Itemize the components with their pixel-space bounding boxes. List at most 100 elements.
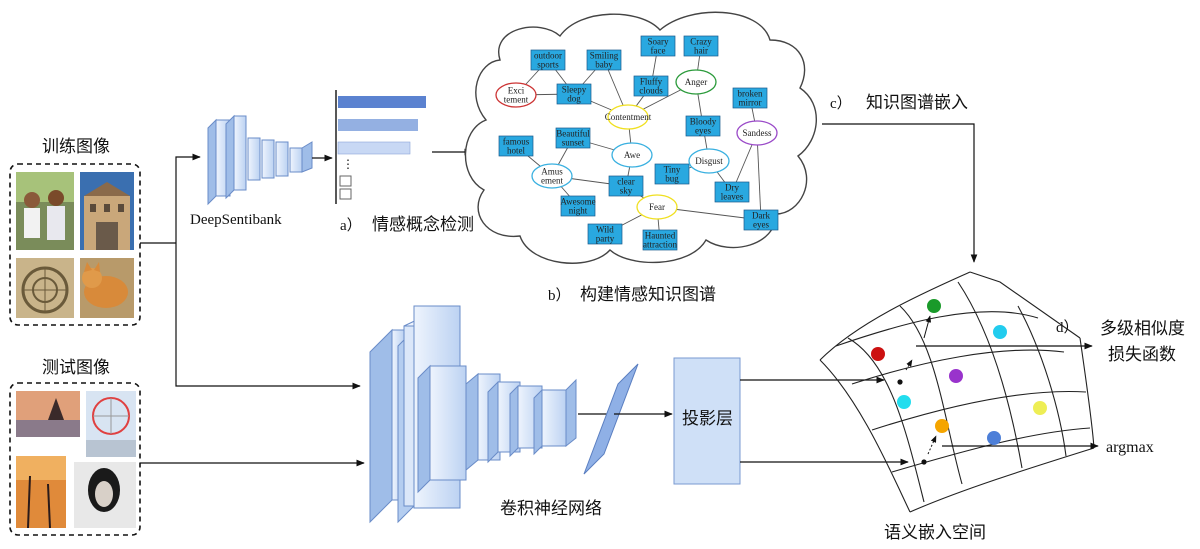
step-d-letter: d） — [1056, 319, 1079, 336]
svg-text:eyes: eyes — [753, 220, 769, 230]
svg-text:party: party — [596, 234, 615, 244]
step-a-letter: a） — [340, 217, 362, 234]
train-images-label: 训练图像 — [42, 137, 110, 157]
emotion-node: Disgust — [688, 148, 730, 174]
svg-text:night: night — [569, 206, 588, 216]
cnn-label: 卷积神经网络 — [500, 499, 602, 519]
train-image-cat — [80, 258, 134, 318]
embedding-dot-blue — [987, 431, 1001, 445]
svg-text:mirror: mirror — [739, 98, 762, 108]
svg-text:Awesome: Awesome — [560, 197, 595, 207]
svg-text:Tiny: Tiny — [664, 165, 681, 175]
svg-text:Exci: Exci — [508, 86, 525, 96]
svg-text:tement: tement — [504, 95, 529, 105]
svg-text:Beautiful: Beautiful — [556, 129, 590, 139]
svg-text:Contentment: Contentment — [605, 112, 652, 122]
step-a-label: 情感概念检测 — [372, 214, 474, 235]
loss-label-line2: 损失函数 — [1108, 345, 1176, 365]
svg-text:ement: ement — [541, 176, 563, 186]
test-image-ferris-wheel — [86, 391, 136, 457]
test-image-sunset-palms — [16, 456, 66, 529]
svg-text:face: face — [651, 46, 666, 56]
train-image-ferris-wheel — [16, 258, 74, 318]
embedding-dot-red — [871, 347, 885, 361]
svg-text:baby: baby — [595, 60, 613, 70]
svg-text:Dark: Dark — [752, 211, 770, 221]
test-images-label: 测试图像 — [42, 358, 110, 378]
svg-text:Smiling: Smiling — [590, 51, 619, 61]
svg-text:Awe: Awe — [624, 150, 640, 160]
svg-text:attraction: attraction — [643, 240, 677, 250]
svg-text:famous: famous — [503, 137, 530, 147]
step-b-letter: b） — [548, 287, 571, 304]
svg-text:clouds: clouds — [639, 86, 663, 96]
svg-text:hotel: hotel — [507, 146, 525, 156]
embedding-dot-green — [927, 299, 941, 313]
svg-text:⋮: ⋮ — [342, 157, 354, 171]
svg-text:Amus: Amus — [541, 167, 563, 177]
svg-text:Sandess: Sandess — [743, 128, 772, 138]
svg-text:sunset: sunset — [562, 138, 585, 148]
svg-text:eyes: eyes — [695, 126, 711, 136]
svg-text:Soary: Soary — [648, 37, 669, 47]
svg-text:Fear: Fear — [649, 202, 665, 212]
train-images-box — [9, 163, 141, 326]
svg-text:broken: broken — [738, 89, 763, 99]
svg-text:sports: sports — [537, 60, 559, 70]
svg-text:bug: bug — [665, 174, 679, 184]
svg-text:Bloody: Bloody — [690, 117, 717, 127]
loss-label-line1: 多级相似度 — [1100, 319, 1185, 339]
embedding-pointer-arrows — [905, 315, 937, 455]
svg-text:Anger: Anger — [685, 77, 708, 87]
embedding-dot-orange — [935, 419, 949, 433]
fc-feature-layer — [583, 363, 639, 475]
deepsentibank-network — [207, 114, 313, 206]
test-image-portrait — [74, 462, 136, 528]
train-to-networks-connector — [140, 153, 361, 390]
projection-layer-box — [673, 357, 741, 485]
graph-to-embedding-arrow — [822, 123, 978, 263]
step-c-letter: c） — [830, 95, 852, 112]
emotion-node: Awe — [611, 142, 653, 168]
svg-text:Crazy: Crazy — [690, 37, 712, 47]
emotion-node: Sandess — [736, 120, 778, 146]
argmax-label: argmax — [1106, 439, 1154, 456]
embedding-points — [871, 299, 1047, 465]
graph-edge — [756, 132, 762, 221]
svg-text:sky: sky — [620, 186, 633, 196]
emotion-node: Contentment — [605, 104, 652, 130]
emotion-node: Anger — [675, 69, 717, 95]
embedding-dot-purple — [949, 369, 963, 383]
svg-text:Dry: Dry — [725, 183, 739, 193]
svg-text:Disgust: Disgust — [695, 156, 723, 166]
test-image-sea-rock — [16, 391, 80, 437]
train-image-friends — [16, 172, 74, 250]
step-b-label: 构建情感知识图谱 — [580, 285, 716, 305]
concept-score-bars: ⋮ — [335, 90, 426, 204]
step-c-label: 知识图谱嵌入 — [866, 93, 968, 113]
projection-layer-label: 投影层 — [682, 409, 733, 429]
embedding-dot-cyan-2 — [897, 395, 911, 409]
svg-text:Sleepy: Sleepy — [562, 85, 587, 95]
embedding-dot-cyan — [993, 325, 1007, 339]
svg-text:leaves: leaves — [721, 192, 744, 202]
deepsentibank-label: DeepSentibank — [190, 212, 282, 228]
svg-text:outdoor: outdoor — [534, 51, 562, 61]
